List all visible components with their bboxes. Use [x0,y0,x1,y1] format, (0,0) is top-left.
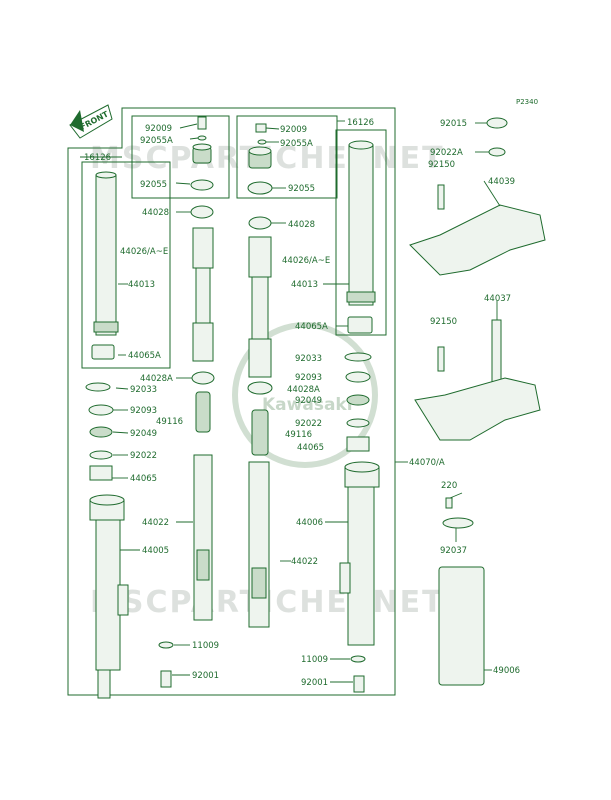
bottom-hardware [158,641,366,693]
label-220: 220 [441,481,457,491]
label-92055-left: 92055 [140,180,167,190]
tube-box-left [81,161,171,369]
label-44028A-left: 44028A [140,374,173,384]
label-44005: 44005 [142,546,169,556]
label-44065-left: 44065 [130,474,157,484]
label-44013-left: 44013 [128,280,155,290]
label-16126-right: 16126 [347,118,374,128]
label-44065A-right: 44065A [295,322,328,332]
label-44022-right: 44022 [291,557,318,567]
label-92055A-right: 92055A [280,139,313,149]
label-44026-left: 44026/A~E [120,247,168,257]
label-44028-right: 44028 [288,220,315,230]
outer-tube-right [339,461,380,646]
label-16126-left: 16126 [84,153,111,163]
label-92015: 92015 [440,119,467,129]
tube-box-right [335,129,387,336]
label-92022-left: 92022 [130,451,157,461]
label-49116-right: 49116 [285,430,312,440]
label-92009-left: 92009 [145,124,172,134]
label-11009-left: 11009 [192,641,219,651]
label-44037: 44037 [484,294,511,304]
front-arrow-icon: FRONT [69,104,113,139]
label-44039: 44039 [488,177,515,187]
label-92150-top: 92150 [428,160,455,170]
logo-text: Kawasaki [262,395,353,415]
steering-stem [414,319,541,441]
label-44013-right: 44013 [291,280,318,290]
label-92055-right: 92055 [288,184,315,194]
label-92093-left: 92093 [130,406,157,416]
label-49006: 49006 [493,666,520,676]
label-44026-right: 44026/A~E [282,256,330,266]
spring-column-left [190,205,215,621]
label-92150-bottom: 92150 [430,317,457,327]
cap-box-left [131,115,230,199]
cap-bolt-left [190,116,214,191]
seal-stack-left [85,382,114,481]
label-44070A: 44070/A [409,458,445,468]
label-44028A-right: 44028A [287,385,320,395]
outer-tube-left [89,494,129,699]
seal-stack-right [344,352,372,452]
fork-boot [438,497,485,686]
label-92033-right: 92033 [295,354,322,364]
label-11009-right: 11009 [301,655,328,665]
label-92037: 92037 [440,546,467,556]
label-92009-right: 92009 [280,125,307,135]
fork-assembly-frame [67,107,396,696]
label-92001-left: 92001 [192,671,219,681]
inner-tube-right [346,140,376,334]
label-49116-left: 49116 [156,417,183,427]
cap-box-right [236,115,338,199]
label-92033-left: 92033 [130,385,157,395]
diagram-code: P2340 [516,98,538,106]
label-92049-left: 92049 [130,429,157,439]
label-44065A-left: 44065A [128,351,161,361]
label-44065-right: 44065 [297,443,324,453]
label-44028-left: 44028 [142,208,169,218]
label-92049-right: 92049 [295,396,322,406]
inner-tube-left [91,171,119,360]
spring-column-right [247,216,273,628]
cap-bolt-right [247,123,273,195]
leader-lines [80,120,501,683]
label-92001-right: 92001 [301,678,328,688]
label-92022-right: 92022 [295,419,322,429]
label-92055A-left: 92055A [140,136,173,146]
kawasaki-logo: Kawasaki [232,322,378,468]
top-bracket [409,117,546,276]
label-44022-left: 44022 [142,518,169,528]
part-labels: 92009 92055A 92055 92009 92055A 92055 16… [84,118,520,688]
label-92093-right: 92093 [295,373,322,383]
label-44006: 44006 [296,518,323,528]
label-92022A: 92022A [430,148,463,158]
